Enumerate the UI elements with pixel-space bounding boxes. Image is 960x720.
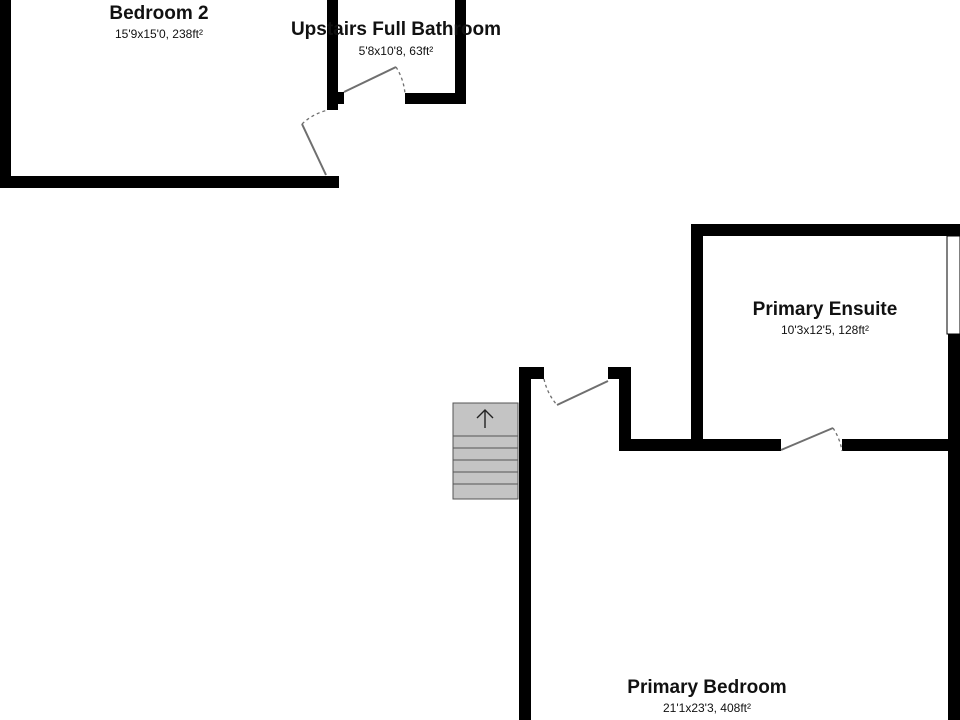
- upstairs-full-bathroom-name: Upstairs Full Bathroom: [291, 19, 501, 40]
- bathroom-door-jamb-left: [338, 92, 344, 104]
- primary-bedroom-west-wall: [519, 367, 531, 720]
- primary-bedroom-dimensions: 21'1x23'3, 408ft²: [663, 701, 751, 715]
- stairs: [452, 402, 519, 500]
- bedroom-2-dimensions: 15'9x15'0, 238ft²: [115, 27, 203, 41]
- stair-tread: [452, 435, 519, 449]
- primary-ensuite-name: Primary Ensuite: [753, 299, 898, 320]
- bedroom-2-east-wall: [327, 0, 338, 110]
- ensuite-west-wall: [691, 224, 703, 451]
- primary-ensuite-dimensions: 10'3x12'5, 128ft²: [781, 323, 869, 337]
- primary-suite-walls: [519, 224, 960, 720]
- primary-bedroom-door-leaf: [556, 380, 609, 406]
- stair-tread: [452, 471, 519, 485]
- primary-bedroom-door-jamb-west: [519, 367, 544, 379]
- primary-bedroom-door-swing: [543, 378, 558, 406]
- bathroom-door: [343, 66, 406, 95]
- ensuite-door: [780, 427, 843, 452]
- ensuite-door-swing: [832, 427, 843, 452]
- upstairs-full-bathroom-dimensions: 5'8x10'8, 63ft²: [359, 44, 434, 58]
- arrow-up-icon: [476, 409, 494, 428]
- corridor-east-wall: [619, 367, 631, 451]
- bathroom-east-wall: [455, 0, 466, 104]
- bathroom-south-wall: [405, 93, 466, 104]
- bedroom-2-south-wall: [0, 176, 339, 188]
- ensuite-north-wall: [691, 224, 960, 236]
- bedroom-2-door-swing: [301, 109, 329, 125]
- primary-bedroom-north-wall-east: [842, 439, 960, 451]
- primary-east-wall: [948, 334, 960, 720]
- ensuite-door-leaf: [780, 427, 834, 451]
- bedroom-2: [0, 0, 339, 188]
- stair-tread: [452, 459, 519, 473]
- primary-bedroom-door: [543, 378, 609, 406]
- upstairs-full-bathroom: [338, 0, 466, 104]
- stair-tread: [452, 447, 519, 461]
- ensuite-window: [946, 235, 960, 335]
- stair-tread: [452, 483, 519, 500]
- bedroom-2-west-wall: [0, 0, 11, 188]
- bathroom-door-swing: [395, 66, 406, 95]
- bedroom-2-door: [301, 109, 329, 176]
- primary-bedroom-name: Primary Bedroom: [627, 677, 786, 698]
- bedroom-2-door-leaf: [301, 123, 327, 176]
- bathroom-door-leaf: [343, 66, 397, 93]
- bedroom-2-name: Bedroom 2: [109, 3, 208, 24]
